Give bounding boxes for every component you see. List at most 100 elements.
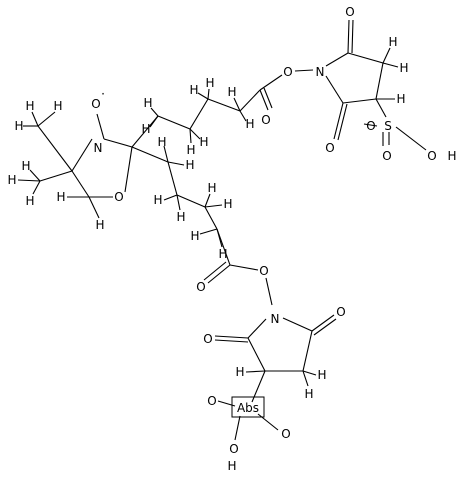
bond <box>325 52 349 67</box>
bond <box>347 19 350 54</box>
bond <box>239 110 247 122</box>
bond <box>351 19 354 54</box>
bond <box>337 103 348 141</box>
atom-label-h: H <box>95 218 104 232</box>
bond <box>302 330 313 372</box>
bond <box>233 97 241 112</box>
bond <box>157 115 191 130</box>
atom-label-h: H <box>317 368 326 382</box>
atom-label-h: H <box>304 387 313 401</box>
atom-label-h: H <box>399 61 408 75</box>
bond <box>71 138 93 172</box>
atom-label-abs: Abs <box>237 401 259 415</box>
bond <box>363 123 378 127</box>
bond <box>375 62 384 100</box>
atom-label-h: H <box>25 99 34 113</box>
bond <box>302 370 317 376</box>
atom-label-s: S <box>384 119 392 133</box>
atom-label-o: O <box>229 442 238 456</box>
bond <box>88 196 100 219</box>
atom-label-h: H <box>7 173 16 187</box>
bond <box>382 47 391 64</box>
atom-label-h: H <box>190 229 199 243</box>
bond <box>259 89 269 111</box>
atom-label-o: O <box>261 113 270 127</box>
bond <box>207 88 210 100</box>
bond <box>163 194 178 201</box>
bond <box>29 169 41 182</box>
bond <box>17 179 41 182</box>
bond <box>342 98 377 104</box>
bond <box>131 146 169 163</box>
atom-label-n: N <box>94 141 103 155</box>
bond <box>214 339 249 343</box>
bond <box>247 318 267 339</box>
abs-box <box>231 396 265 418</box>
atom-label-o: O <box>91 97 100 111</box>
atom-label-h: H <box>447 149 456 163</box>
bond <box>395 126 427 151</box>
bond <box>263 87 273 109</box>
bond <box>189 128 192 144</box>
atom-label-h: H <box>25 194 34 208</box>
atom-label-h: H <box>14 119 23 133</box>
atom-label-h: H <box>56 190 65 204</box>
atom-label-h: H <box>157 135 166 149</box>
atom-label-o: O <box>382 149 391 163</box>
atom-label-h: H <box>143 96 152 110</box>
atom-label-o: O <box>325 141 334 155</box>
bond <box>257 413 279 431</box>
hydrogen-labels: H H H H H H H H H H H H H H H H H H H H … <box>7 35 408 401</box>
atom-label-o: O <box>114 190 123 204</box>
atom-label-o: O <box>345 5 354 19</box>
bond <box>71 170 90 198</box>
bond <box>167 161 178 196</box>
atom-label-h: H <box>227 459 236 473</box>
radical-dot: · <box>101 87 105 101</box>
bond <box>124 146 133 193</box>
bond <box>302 370 309 387</box>
bond <box>207 98 241 112</box>
atom-label-n: N <box>271 312 280 326</box>
atom-label-o: O <box>427 149 436 163</box>
bond <box>282 317 313 332</box>
atom-label-h: H <box>176 210 185 224</box>
bond <box>204 193 211 208</box>
atom-label-h: H <box>388 35 397 49</box>
bond <box>229 264 259 271</box>
abs-sulfur-group: Abs <box>231 396 265 418</box>
atom-label-h: H <box>21 159 30 173</box>
bond <box>149 115 159 128</box>
bond <box>311 314 335 332</box>
bond <box>245 370 266 373</box>
bond <box>247 337 266 372</box>
bond <box>207 264 231 284</box>
bond <box>347 52 384 64</box>
bond <box>216 228 223 248</box>
bond <box>189 98 209 130</box>
bond <box>382 62 399 68</box>
bond <box>325 75 344 104</box>
bond <box>294 69 314 72</box>
atom-label-h: H <box>207 181 216 195</box>
atom-label-h: H <box>245 117 254 131</box>
bond <box>32 180 41 195</box>
bond <box>204 206 218 230</box>
bond <box>313 318 337 336</box>
atom-label-h: H <box>205 76 214 90</box>
bond <box>31 111 39 127</box>
bond <box>150 107 159 117</box>
atom-label-h: H <box>199 135 208 149</box>
bond <box>199 228 218 235</box>
atom-label-o: O <box>281 427 290 441</box>
bond <box>203 261 227 281</box>
bond <box>176 194 206 208</box>
bond <box>163 145 169 163</box>
atom-label-h: H <box>227 85 236 99</box>
bond <box>333 102 344 140</box>
atom-label-o: O <box>366 119 375 133</box>
bond <box>189 128 201 140</box>
bond <box>239 89 261 112</box>
bond <box>265 277 273 306</box>
bond <box>37 125 73 172</box>
